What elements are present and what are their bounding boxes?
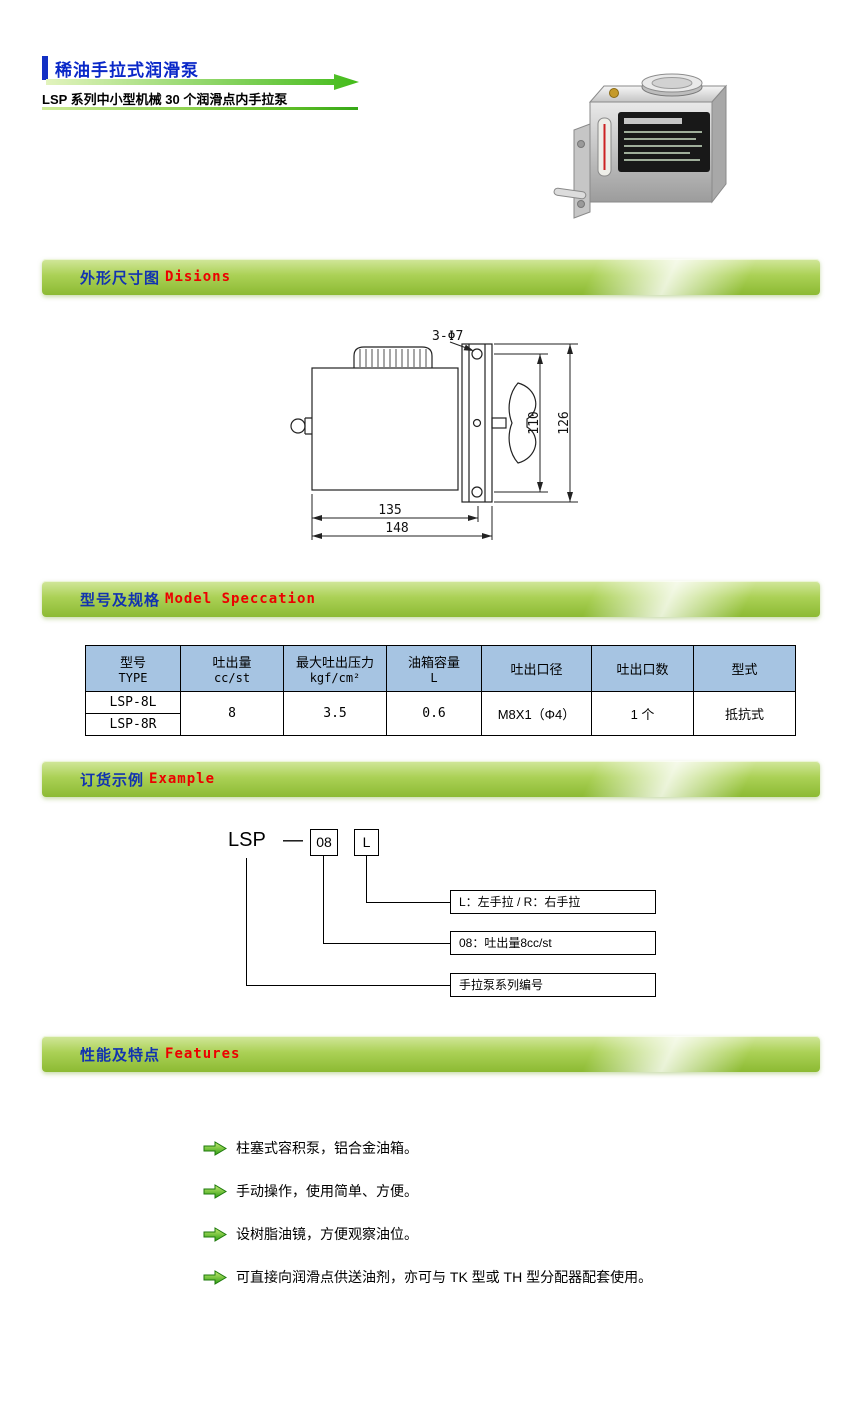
spec-table-row-lsp8r: LSP-8R bbox=[85, 713, 796, 736]
port-cell: M8X1（Φ4） bbox=[481, 691, 592, 736]
banner-dimensions-en: Disions bbox=[165, 269, 232, 285]
title-accent-bar bbox=[42, 56, 48, 80]
spec-table-header-row: 型号 TYPE 吐出量 cc/st 最大吐出压力 kgf/cm² 油箱容量 L … bbox=[85, 645, 796, 692]
feature-item-2: 手动操作，使用简单、方便。 bbox=[203, 1181, 418, 1201]
col-header-port: 吐出口径 bbox=[481, 645, 592, 692]
ordering-series-code: LSP bbox=[228, 829, 266, 851]
feature-arrow-icon bbox=[203, 1140, 227, 1156]
drawing-dim-110: 110 bbox=[527, 411, 542, 434]
ordering-connector-series-h bbox=[246, 985, 450, 986]
model-cell-lsp8r: LSP-8R bbox=[85, 713, 181, 736]
drawing-hole-label: 3-Φ7 bbox=[432, 329, 463, 344]
col-header-pressure: 最大吐出压力 kgf/cm² bbox=[283, 645, 387, 692]
col-header-tank-zh: 油箱容量 bbox=[407, 655, 460, 670]
banner-example-en: Example bbox=[149, 771, 216, 787]
feature-item-3: 设树脂油镜，方便观察油位。 bbox=[203, 1224, 418, 1244]
feature-text: 设树脂油镜，方便观察油位。 bbox=[236, 1226, 418, 1242]
col-header-type-en: TYPE bbox=[118, 671, 148, 685]
ordering-dash: — bbox=[283, 829, 303, 851]
feature-item-4: 可直接向润滑点供送油剂，亦可与 TK 型或 TH 型分配器配套使用。 bbox=[203, 1267, 652, 1287]
ordering-connector-mid-v bbox=[323, 856, 324, 943]
model-cell-lsp8l: LSP-8L bbox=[85, 691, 181, 714]
banner-dimensions-zh: 外形尺寸图 bbox=[80, 269, 161, 287]
section-banner-example: 订货示例 Example bbox=[42, 761, 820, 797]
col-header-style: 型式 bbox=[693, 645, 796, 692]
banner-features-zh: 性能及特点 bbox=[80, 1046, 161, 1064]
spec-table: 型号 TYPE 吐出量 cc/st 最大吐出压力 kgf/cm² 油箱容量 L … bbox=[85, 645, 796, 736]
ordering-connector-series-v bbox=[246, 858, 247, 985]
drawing-dim-148: 148 bbox=[385, 521, 408, 536]
col-header-discharge: 吐出量 cc/st bbox=[180, 645, 284, 692]
section-banner-features: 性能及特点 Features bbox=[42, 1036, 820, 1072]
feature-arrow-icon bbox=[203, 1269, 227, 1285]
subtitle-underline bbox=[42, 107, 358, 110]
feature-text: 柱塞式容积泵，铝合金油箱。 bbox=[236, 1140, 418, 1156]
feature-arrow-icon bbox=[203, 1226, 227, 1242]
feature-item-1: 柱塞式容积泵，铝合金油箱。 bbox=[203, 1138, 418, 1158]
col-header-port-count: 吐出口数 bbox=[591, 645, 694, 692]
feature-arrow-icon bbox=[203, 1183, 227, 1199]
ordering-code-end-box: L bbox=[354, 829, 379, 856]
page-subtitle: LSP 系列中小型机械 30 个润滑点内手拉泵 bbox=[42, 92, 288, 107]
drawing-dim-126: 126 bbox=[557, 411, 572, 434]
banner-example-zh: 订货示例 bbox=[80, 771, 145, 789]
col-header-pressure-en: kgf/cm² bbox=[309, 671, 361, 685]
feature-text: 手动操作，使用简单、方便。 bbox=[236, 1183, 418, 1199]
product-photo bbox=[553, 73, 728, 219]
col-header-type: 型号 TYPE bbox=[85, 645, 181, 692]
pressure-cell: 3.5 bbox=[283, 691, 387, 736]
dimension-drawing: 3-Φ7 110 126 135 148 bbox=[290, 329, 578, 540]
ordering-note-discharge: 08：吐出量8cc/st bbox=[450, 931, 656, 955]
port-count-cell: 1 个 bbox=[591, 691, 694, 736]
page-title: 稀油手拉式润滑泵 bbox=[55, 61, 199, 80]
tank-cell: 0.6 bbox=[386, 691, 482, 736]
col-header-tank-en: L bbox=[430, 671, 438, 685]
col-header-port-count-zh: 吐出口数 bbox=[616, 662, 669, 677]
col-header-pressure-zh: 最大吐出压力 bbox=[295, 655, 374, 670]
header-arrow-icon bbox=[46, 74, 359, 90]
spec-table-row-lsp8l: LSP-8L 8 3.5 0.6 M8X1（Φ4） 1 个 抵抗式 bbox=[85, 691, 796, 736]
ordering-code-mid-box: 08 bbox=[310, 829, 338, 856]
style-cell: 抵抗式 bbox=[693, 691, 796, 736]
ordering-connector-mid-h bbox=[323, 943, 450, 944]
ordering-connector-end-v bbox=[366, 856, 367, 902]
col-header-discharge-zh: 吐出量 bbox=[212, 655, 252, 670]
drawing-dim-135: 135 bbox=[378, 503, 401, 518]
col-header-port-zh: 吐出口径 bbox=[510, 662, 563, 677]
col-header-style-zh: 型式 bbox=[731, 662, 758, 677]
col-header-type-zh: 型号 bbox=[119, 655, 146, 670]
banner-model-zh: 型号及规格 bbox=[80, 591, 161, 609]
ordering-note-series: 手拉泵系列编号 bbox=[450, 973, 656, 997]
ordering-note-handle: L：左手拉 / R：右手拉 bbox=[450, 890, 656, 914]
section-banner-dimensions: 外形尺寸图 Disions bbox=[42, 259, 820, 295]
col-header-discharge-en: cc/st bbox=[213, 671, 251, 685]
section-banner-model: 型号及规格 Model Speccation bbox=[42, 581, 820, 617]
discharge-cell: 8 bbox=[180, 691, 284, 736]
col-header-tank: 油箱容量 L bbox=[386, 645, 482, 692]
feature-text: 可直接向润滑点供送油剂，亦可与 TK 型或 TH 型分配器配套使用。 bbox=[236, 1269, 653, 1285]
banner-features-en: Features bbox=[165, 1046, 241, 1062]
banner-model-en: Model Speccation bbox=[165, 591, 316, 607]
ordering-connector-end-h bbox=[366, 902, 450, 903]
